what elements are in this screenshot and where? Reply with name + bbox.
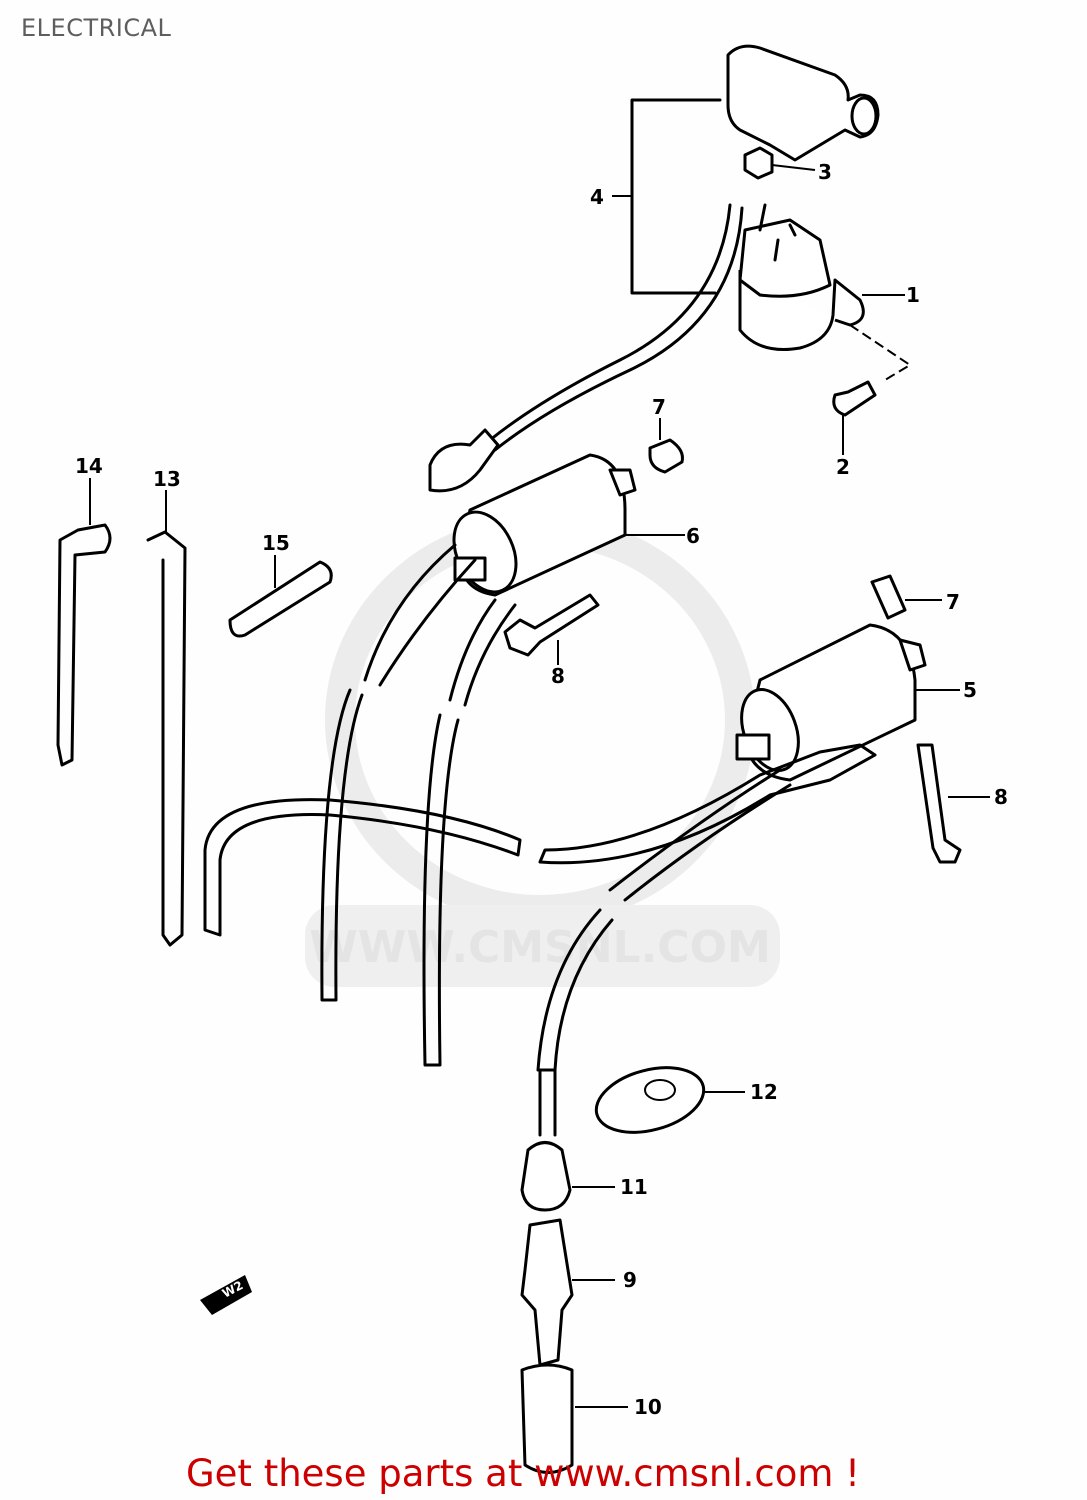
ignition-coil-rear [735, 623, 927, 782]
relay-cover [726, 44, 880, 162]
callout-cable-tie-short: 14 [75, 454, 103, 478]
cable-tie-long [146, 530, 187, 947]
callout-emblem-plate: 12 [750, 1080, 778, 1104]
cable-tie-short [56, 523, 112, 767]
coil-bolt-front [503, 593, 600, 657]
footer-link[interactable]: Get these parts at www.cmsnl.com ! [186, 1452, 861, 1495]
assembly-bracket-4 [630, 98, 722, 295]
callout-relay-nut: 3 [818, 160, 832, 184]
direction-badge: W2 [200, 1275, 252, 1315]
callout-coil-bolt-rear: 8 [994, 785, 1008, 809]
callout-starter-relay: 1 [906, 283, 920, 307]
callout-plug-cap-boot: 10 [634, 1395, 662, 1419]
high-tension-leads [203, 543, 877, 1137]
callout-ignition-coil-rear: 5 [963, 678, 977, 702]
coil-spacer-front [648, 438, 684, 474]
coil-spacer-rear [870, 574, 907, 620]
diagram-title: ELECTRICAL [21, 14, 172, 42]
cap-seal [520, 1141, 572, 1212]
emblem-plate [594, 1066, 706, 1134]
callout-plug-cap: 9 [623, 1268, 637, 1292]
callout-cable-tie-long: 13 [153, 467, 181, 491]
plug-cap-boot [520, 1363, 574, 1474]
watermark-text: WWW.CMSNL.COM [309, 922, 771, 973]
callout-relay-screw: 2 [836, 455, 850, 479]
wire-clamp [228, 560, 333, 638]
coil-bolt-rear [916, 743, 962, 864]
relay-nut [743, 146, 774, 180]
plug-cap [520, 1218, 574, 1367]
callout-coil-spacer-rear: 7 [946, 590, 960, 614]
callout-coil-spacer-front: 7 [652, 395, 666, 419]
callout-cap-seal: 11 [620, 1175, 648, 1199]
callout-relay-assembly: 4 [590, 185, 604, 209]
relay-lead [488, 203, 744, 452]
callout-wire-clamp: 15 [262, 531, 290, 555]
callout-ignition-coil-front: 6 [686, 524, 700, 548]
callout-coil-bolt-front: 8 [551, 664, 565, 688]
watermark: WWW.CMSNL.COM [305, 515, 780, 987]
relay-screw [832, 380, 877, 417]
